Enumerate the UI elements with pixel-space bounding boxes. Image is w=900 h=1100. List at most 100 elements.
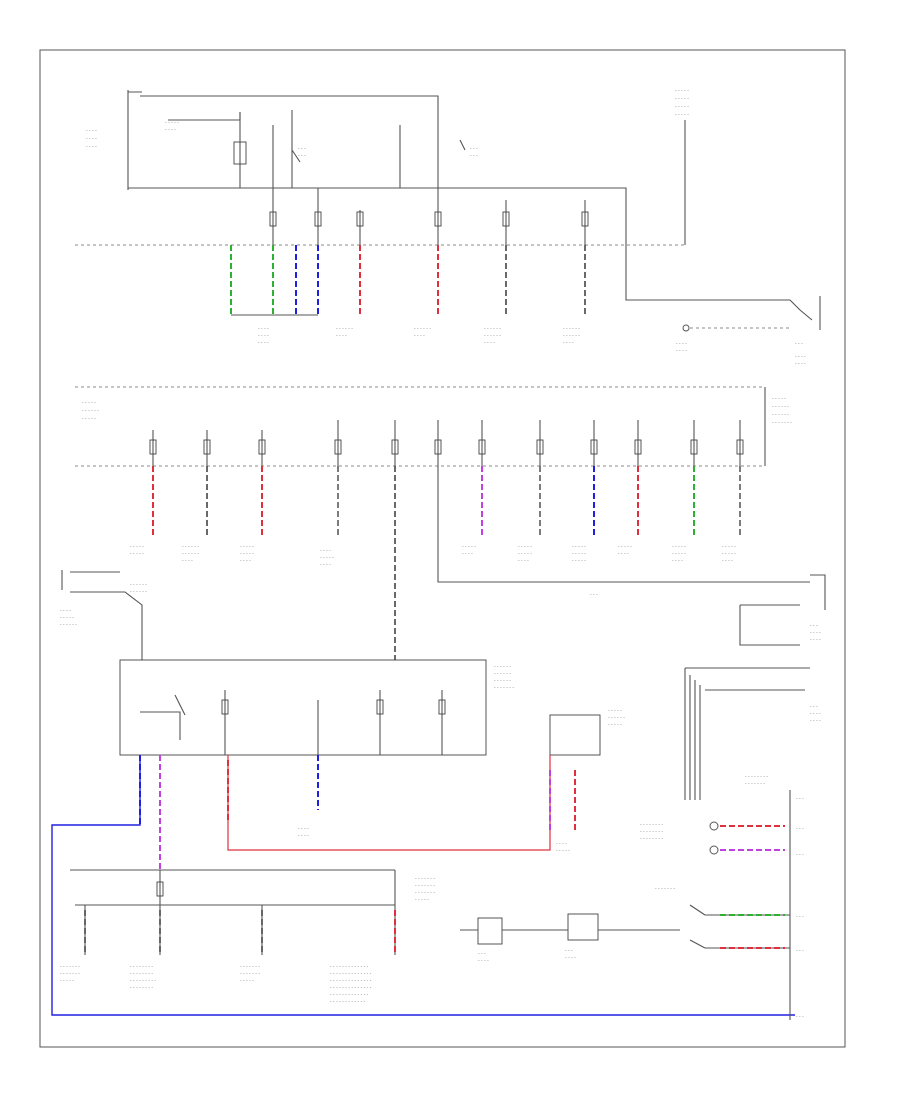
svg-text:- - - - - - -: - - - - - - - <box>772 421 792 426</box>
svg-text:- - - - - - -: - - - - - - - <box>240 972 260 977</box>
svg-text:- - - - - - - -: - - - - - - - - <box>130 986 153 991</box>
svg-text:- - - - -: - - - - - <box>240 979 254 984</box>
svg-text:- - - - - -: - - - - - - <box>494 672 511 677</box>
junction-connector-top-right: - - - - - - - - - - - - - - - - - - - - <box>675 89 689 245</box>
svg-text:- - - - - -: - - - - - - <box>772 413 789 418</box>
svg-text:- - - - - -: - - - - - - <box>336 327 353 332</box>
svg-text:- - - - - - -: - - - - - - - <box>494 686 514 691</box>
svg-text:- - - -: - - - - <box>86 129 97 134</box>
svg-text:- - - - - -: - - - - - - <box>130 583 147 588</box>
svg-text:- - - - -: - - - - - <box>518 552 532 557</box>
svg-text:- - - -: - - - - <box>86 145 97 150</box>
svg-text:- - -: - - - <box>796 853 804 858</box>
svg-text:- - - -: - - - - <box>518 559 529 564</box>
svg-text:- - - - - - -: - - - - - - - <box>655 887 675 892</box>
svg-text:- - - - - -: - - - - - - <box>563 327 580 332</box>
svg-text:- - -: - - - <box>590 593 598 598</box>
svg-text:- - - - - - -: - - - - - - - <box>60 965 80 970</box>
svg-text:- - - - - -: - - - - - - <box>484 334 501 339</box>
svg-text:- - - - -: - - - - - <box>572 552 586 557</box>
svg-text:- - - - -: - - - - - <box>572 545 586 550</box>
svg-text:- - -: - - - <box>796 1015 804 1020</box>
svg-text:- - - - - - - - - - - - - -: - - - - - - - - - - - - - - <box>330 972 372 977</box>
svg-text:- - - -: - - - - <box>563 341 574 346</box>
fuse-row-top <box>269 188 589 245</box>
svg-text:- - - - - -: - - - - - - <box>484 327 501 332</box>
svg-text:- - -: - - - <box>810 705 818 710</box>
svg-text:- - - - - - - -: - - - - - - - - <box>745 775 768 780</box>
relay-box-engine: - - - - - -- - - - - -- - - - - -- - - -… <box>119 659 514 756</box>
svg-text:- - - - -: - - - - - <box>130 545 144 550</box>
svg-text:- - - -: - - - - <box>795 362 806 367</box>
svg-text:- - - -: - - - - <box>676 349 687 354</box>
svg-text:- - - - -: - - - - - <box>772 397 786 402</box>
svg-text:- - - - -: - - - - - <box>722 552 736 557</box>
svg-text:- - - -: - - - - <box>556 842 567 847</box>
svg-text:- - - - -: - - - - - <box>608 709 622 714</box>
svg-text:- - - -: - - - - <box>672 559 683 564</box>
svg-text:- - - - - - -: - - - - - - - <box>60 972 80 977</box>
svg-text:- - - - - -: - - - - - - <box>772 405 789 410</box>
svg-text:- - - - -: - - - - - <box>60 616 74 621</box>
svg-text:- - -: - - - <box>565 949 573 954</box>
svg-text:- - - -: - - - - <box>565 956 576 961</box>
svg-text:- - - -: - - - - <box>298 834 309 839</box>
svg-text:- - - - - - - - - - - - - -: - - - - - - - - - - - - - - <box>330 986 372 991</box>
svg-text:- - - - - -: - - - - - - <box>494 679 511 684</box>
svg-text:- - -: - - - <box>298 154 306 159</box>
svg-text:- - - -: - - - - <box>320 549 331 554</box>
svg-text:- - - - - - - -: - - - - - - - - <box>640 837 663 842</box>
svg-text:- - - - -: - - - - - <box>722 545 736 550</box>
svg-text:- - - - - -: - - - - - - <box>563 334 580 339</box>
svg-text:- - - - -: - - - - - <box>675 97 689 102</box>
svg-text:- - - - -: - - - - - <box>82 401 96 406</box>
svg-text:- - -: - - - <box>470 147 478 152</box>
svg-text:- - - - -: - - - - - <box>675 105 689 110</box>
svg-text:- - - - - - - -: - - - - - - - - <box>640 823 663 828</box>
svg-text:- - - - -: - - - - - <box>415 898 429 903</box>
svg-text:- - - -: - - - - <box>240 559 251 564</box>
svg-text:- - - -: - - - - <box>165 128 176 133</box>
svg-text:- - - - - - - - - - - - - -: - - - - - - - - - - - - - - <box>330 979 372 984</box>
svg-text:- - - - - -: - - - - - - <box>82 409 99 414</box>
svg-text:- - - -: - - - - <box>258 341 269 346</box>
svg-text:- - - -: - - - - <box>618 552 629 557</box>
svg-text:- - - - - - - -: - - - - - - - - <box>130 972 153 977</box>
svg-text:- - - - -: - - - - - <box>608 723 622 728</box>
svg-text:- - - - - - - - - - - - -: - - - - - - - - - - - - - <box>330 993 369 998</box>
wire-drops-top <box>230 245 801 316</box>
svg-text:- - - -: - - - - <box>478 959 489 964</box>
svg-text:- - - - -: - - - - - <box>572 559 586 564</box>
svg-text:- - - -: - - - - <box>320 563 331 568</box>
svg-text:- - - -: - - - - <box>810 719 821 724</box>
svg-text:- - -: - - - <box>478 952 486 957</box>
ground-switch-right-top: - - - - - - - - - - - - - - - - - - - <box>676 296 821 367</box>
svg-text:- - - - - -: - - - - - - <box>414 327 431 332</box>
svg-text:- - -: - - - <box>796 827 804 832</box>
svg-text:- - - - - - -: - - - - - - - <box>240 965 260 970</box>
svg-text:- - - -: - - - - <box>810 638 821 643</box>
relay-small-right: - - - - - - - - - - - - - - - - <box>549 709 625 756</box>
svg-text:- - - - -: - - - - - <box>675 113 689 118</box>
svg-text:- - - -: - - - - <box>795 355 806 360</box>
relay-block-top: - - - - - - - - - - - - - - - - - - - - … <box>86 90 627 245</box>
svg-text:- - - -: - - - - <box>182 559 193 564</box>
svg-text:- - - - -: - - - - - <box>518 545 532 550</box>
svg-text:- - - - - - -: - - - - - - - <box>415 891 435 896</box>
svg-text:- - -: - - - <box>796 797 804 802</box>
svg-text:- - -: - - - <box>810 624 818 629</box>
svg-text:- - - - - -: - - - - - - <box>608 716 625 721</box>
svg-text:- - -: - - - <box>795 342 803 347</box>
svg-text:- - - - - - -: - - - - - - - <box>415 877 435 882</box>
svg-text:- - - - -: - - - - - <box>165 121 179 126</box>
svg-text:- - -: - - - <box>298 147 306 152</box>
svg-text:- - - - - - - - - - - - -: - - - - - - - - - - - - - <box>330 965 369 970</box>
svg-text:- - - - - - - - -: - - - - - - - - - <box>130 979 156 984</box>
svg-text:- - - - -: - - - - - <box>556 849 570 854</box>
svg-text:- - - - -: - - - - - <box>675 89 689 94</box>
svg-text:- - - -: - - - - <box>298 827 309 832</box>
svg-text:- - - -: - - - - <box>414 334 425 339</box>
svg-text:- - - -: - - - - <box>462 552 473 557</box>
svg-text:- - - - -: - - - - - <box>60 979 74 984</box>
